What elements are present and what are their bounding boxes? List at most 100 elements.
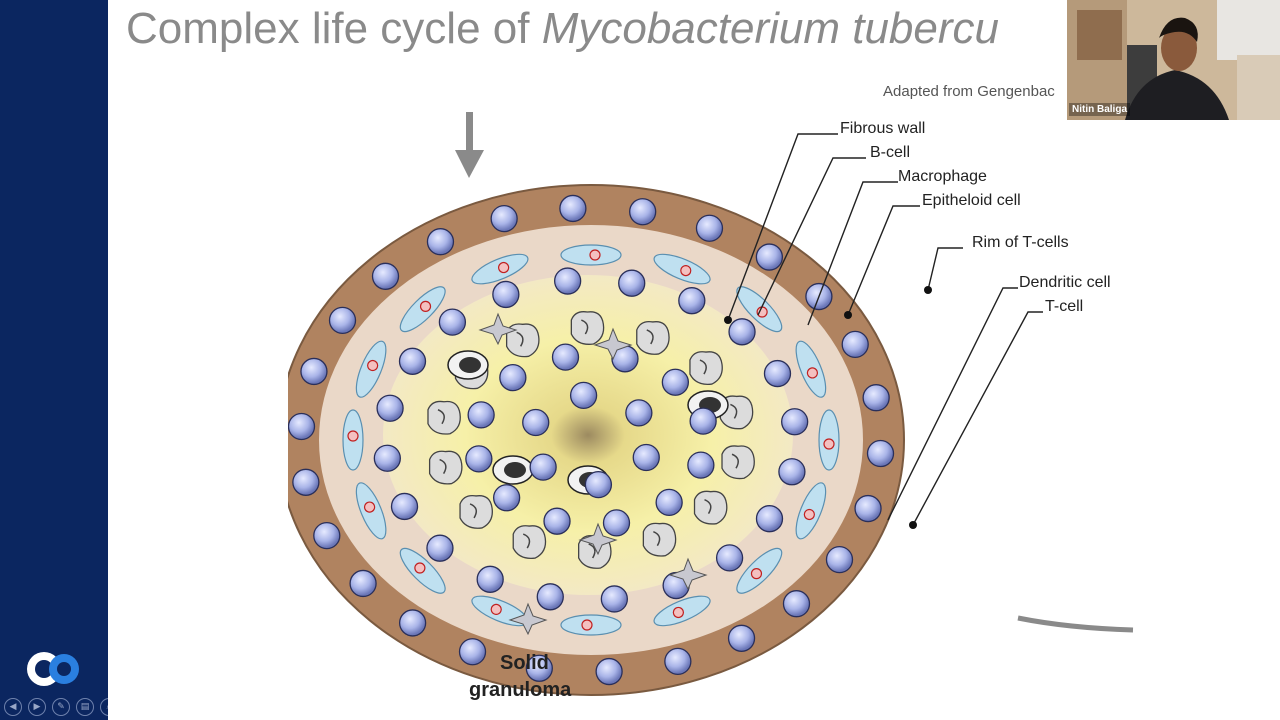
t-cell <box>499 363 527 392</box>
t-cell <box>328 306 357 335</box>
label-macrophage: Macrophage <box>898 168 987 185</box>
t-cell <box>584 471 613 499</box>
pointer-arrow <box>455 112 484 178</box>
label-t-cell: T-cell <box>1045 298 1083 315</box>
t-cell <box>553 267 582 295</box>
epitheloid-cell <box>653 595 711 627</box>
slide-canvas: Complex life cycle of Mycobacterium tube… <box>108 0 1280 720</box>
t-cell <box>763 359 792 388</box>
macrophage-cell <box>636 320 670 355</box>
macrophage-cell <box>427 400 461 435</box>
b-cell <box>492 455 534 485</box>
dendritic-cell <box>578 522 618 556</box>
previous-slide-icon[interactable]: ◀ <box>4 698 22 716</box>
t-cell <box>781 408 809 436</box>
slide-overview-icon[interactable]: ▤ <box>76 698 94 716</box>
t-cell <box>398 609 427 637</box>
macrophage-cell <box>505 323 540 358</box>
t-cell <box>715 544 744 572</box>
label-solid: Solid <box>500 652 549 674</box>
necrosis-line <box>1017 615 1134 633</box>
participant-name: Nitin Baliga <box>1069 103 1131 116</box>
epitheloid-cell <box>355 340 387 398</box>
epitheloid-cell <box>342 409 364 471</box>
t-cell <box>629 198 657 226</box>
t-cell <box>866 439 895 468</box>
t-cell <box>728 318 756 346</box>
pen-icon[interactable]: ✎ <box>52 698 70 716</box>
t-cell <box>349 569 377 598</box>
epitheloid-cell <box>355 482 387 540</box>
epitheloid-cell <box>471 253 529 285</box>
label-rim-of-t-cells: Rim of T-cells <box>972 234 1069 251</box>
t-cell <box>490 204 518 233</box>
epitheloid-cell <box>653 253 711 285</box>
t-cell <box>655 488 683 517</box>
t-cell <box>778 458 806 486</box>
t-cell <box>618 269 646 297</box>
t-cell <box>689 407 717 435</box>
t-cell <box>625 399 653 427</box>
t-cell <box>543 507 571 535</box>
label-fibrous-wall: Fibrous wall <box>840 120 925 137</box>
t-cell <box>492 280 520 309</box>
video-frame <box>1067 0 1280 120</box>
epitheloid-cell <box>818 409 840 471</box>
dendritic-cell <box>593 327 633 361</box>
t-cell <box>371 262 400 290</box>
t-cell <box>678 287 706 315</box>
label-granuloma: granuloma <box>469 679 572 701</box>
slide-title: Complex life cycle of Mycobacterium tube… <box>126 4 999 54</box>
t-cell <box>467 401 495 429</box>
epitheloid-cell <box>560 244 622 266</box>
leader-dots <box>724 286 932 529</box>
epitheloid-cell <box>795 340 827 398</box>
t-cell <box>465 445 493 473</box>
t-cell <box>600 585 629 613</box>
t-cell <box>695 214 724 242</box>
t-cell <box>525 654 553 682</box>
t-cell <box>492 484 521 512</box>
t-cell <box>782 590 811 618</box>
macrophage-cell <box>570 311 605 345</box>
epitheloid-cell <box>399 547 446 594</box>
macrophage-cell <box>693 490 728 525</box>
t-cell <box>755 243 784 271</box>
t-cell <box>292 468 320 496</box>
t-cell <box>602 509 631 537</box>
t-cell <box>559 194 587 223</box>
t-cell <box>458 638 487 666</box>
t-cell <box>376 394 404 422</box>
t-cell <box>551 343 580 371</box>
t-cell <box>300 357 328 386</box>
next-slide-icon[interactable]: ▶ <box>28 698 46 716</box>
macrophage-cell <box>721 445 755 480</box>
t-cell <box>595 657 623 686</box>
t-cell <box>536 583 564 611</box>
label-epitheloid-cell: Epitheloid cell <box>922 192 1021 209</box>
macrophage-cell <box>459 494 493 529</box>
macrophage-cell <box>642 522 677 557</box>
dendritic-cell <box>478 312 518 346</box>
t-cell <box>825 545 854 574</box>
dendritic-cell <box>668 557 708 591</box>
participant-video[interactable]: Nitin Baliga <box>1067 0 1280 120</box>
macrophage-cell <box>689 351 723 385</box>
t-cell <box>687 451 715 479</box>
t-cell <box>661 368 690 396</box>
leader-lines <box>727 133 1043 526</box>
slide-title-italic: Mycobacterium tubercu <box>541 4 999 53</box>
t-cell <box>727 624 756 652</box>
t-cell <box>854 494 882 523</box>
t-cell <box>569 381 598 409</box>
epitheloid-cell <box>560 614 622 636</box>
t-cell <box>841 330 869 358</box>
slide-title-plain: Complex life cycle of <box>126 4 542 53</box>
t-cell <box>522 408 550 437</box>
t-cell <box>438 308 467 336</box>
t-cell <box>632 443 660 472</box>
left-sidebar: ◀ ▶ ✎ ▤ ⌕ ⋯ <box>0 0 142 720</box>
label-dendritic-cell: Dendritic cell <box>1019 274 1111 291</box>
dendritic-cell <box>508 602 548 636</box>
t-cell <box>313 522 341 550</box>
